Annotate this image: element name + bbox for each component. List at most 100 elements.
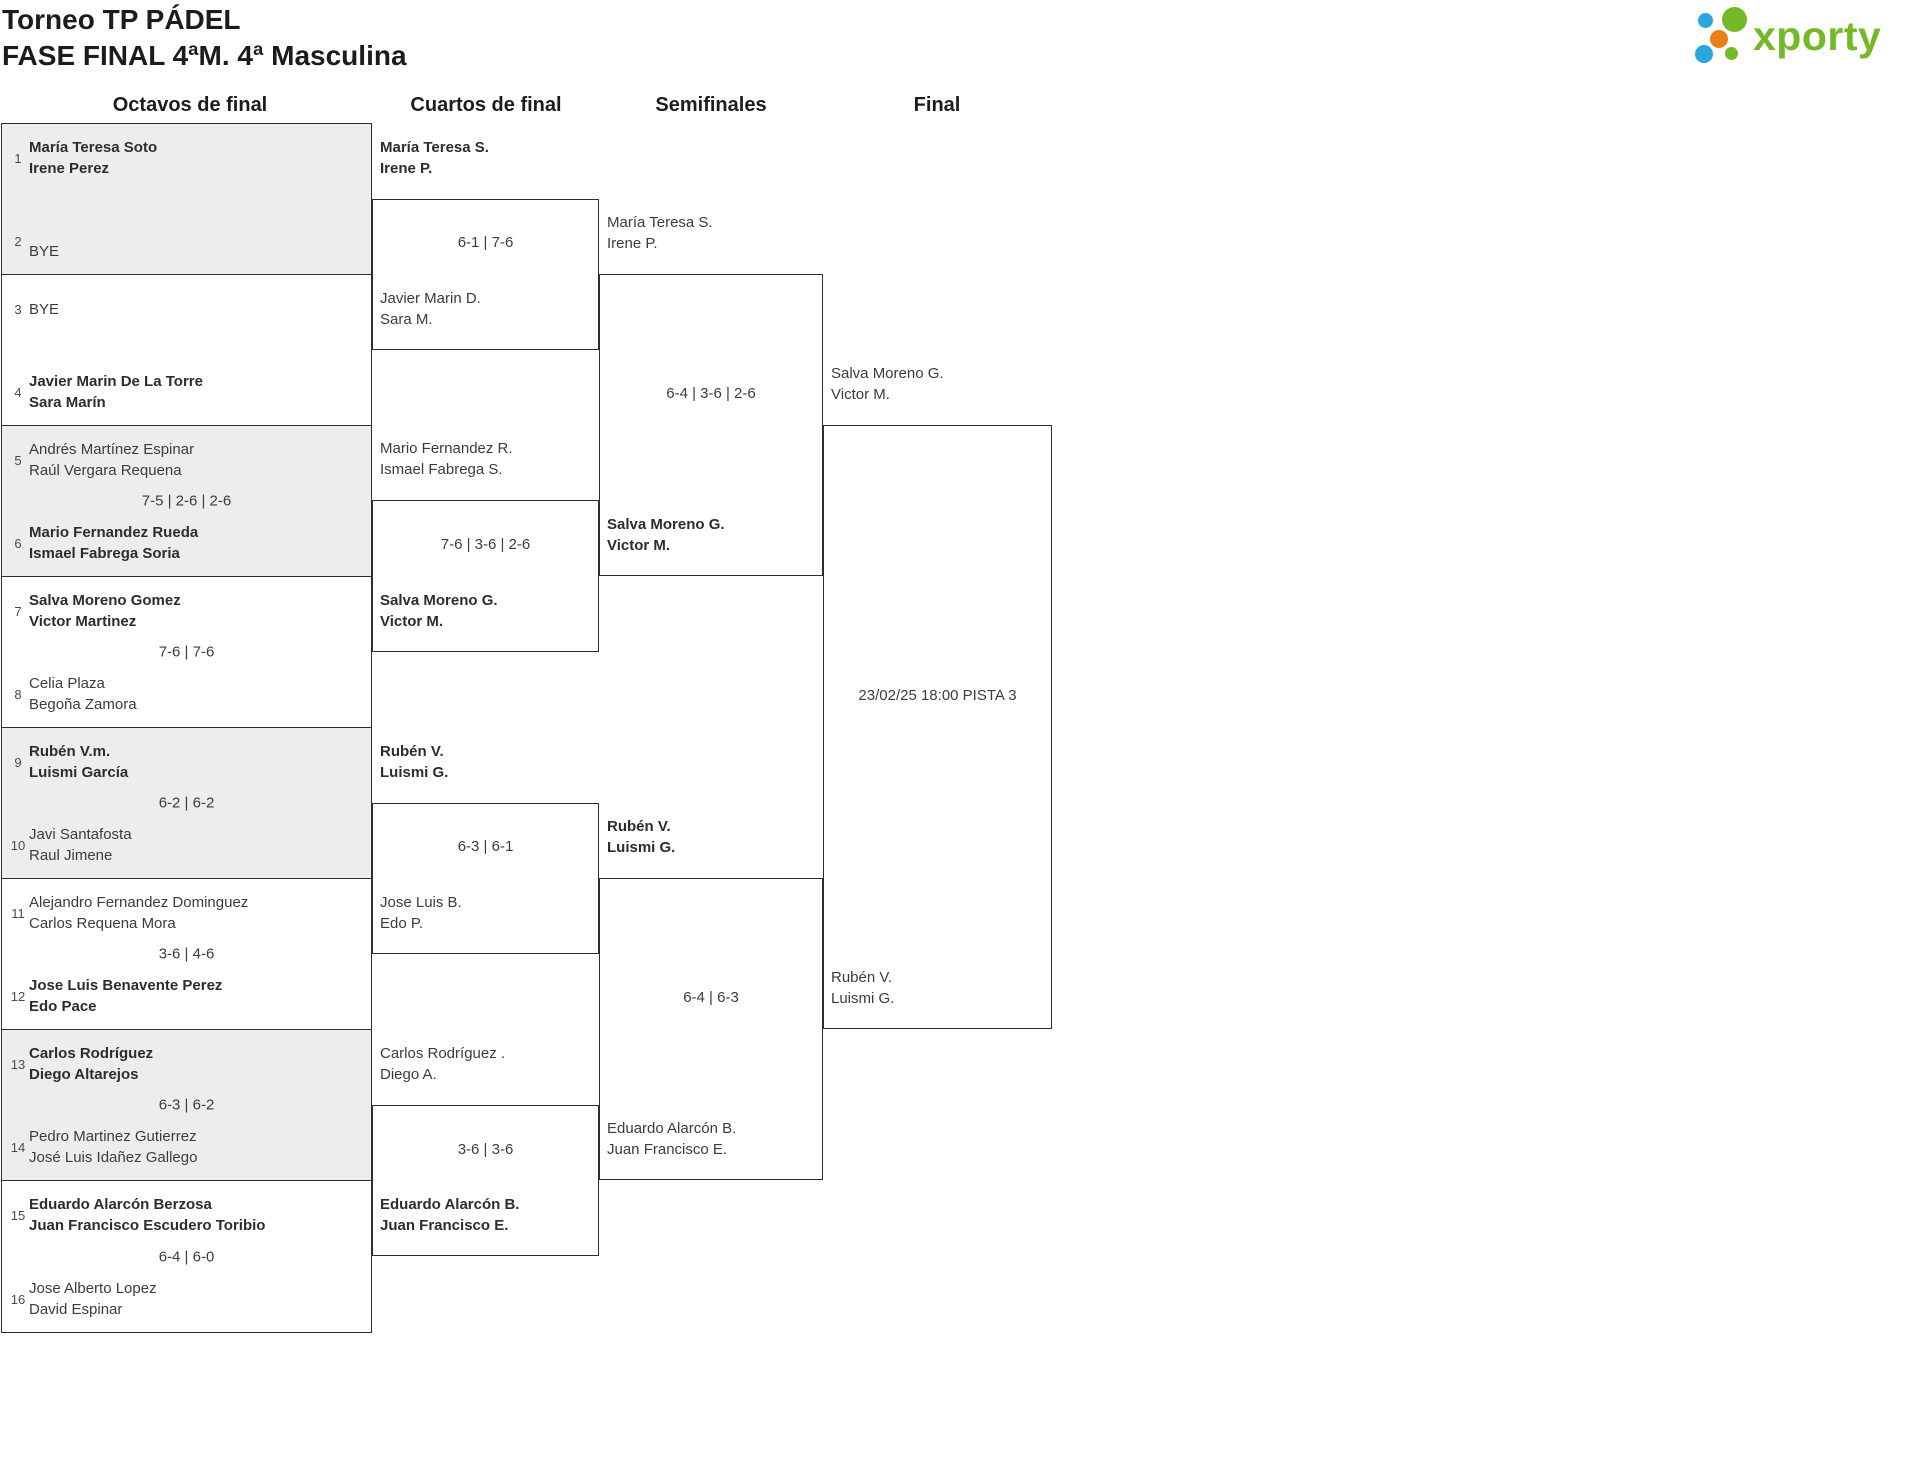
match-score: 7-6 | 3-6 | 2-6	[440, 536, 531, 553]
qf2-team-bottom: Salva Moreno G.Victor M.	[380, 592, 498, 630]
match-score: 6-1 | 7-6	[457, 234, 514, 251]
qf3-team-top: Rubén V.Luismi G.	[380, 743, 449, 781]
logo-dot-green-large	[1722, 7, 1747, 32]
match-score: 7-6 | 7-6	[158, 643, 215, 661]
logo-wordmark: xporty	[1753, 13, 1882, 59]
seed: 5	[14, 452, 22, 468]
qf1-team-top: María Teresa S.Irene P.	[380, 139, 489, 177]
r16-match-5[interactable]: 9 Rubén V.m.Luismi García 6-2 | 6-2 10 J…	[2, 728, 371, 879]
seed: 6	[14, 535, 22, 551]
team: 2 BYE	[2, 220, 371, 262]
seed: 16	[10, 1291, 26, 1307]
round-header-final: Final	[913, 94, 961, 116]
qf4-team-bottom: Eduardo Alarcón B.Juan Francisco E.	[380, 1196, 520, 1234]
final-team-bottom: Rubén V.Luismi G.	[831, 969, 895, 1007]
seed: 14	[10, 1139, 26, 1155]
logo-dot-blue-large	[1695, 45, 1713, 63]
sf-match-1-box[interactable]: 6-4 | 3-6 | 2-6	[599, 274, 823, 576]
sf-match-2-box[interactable]: 6-4 | 6-3	[599, 878, 823, 1180]
seed: 12	[10, 988, 26, 1004]
seed: 11	[11, 905, 25, 921]
seed: 8	[14, 686, 22, 702]
seed: 15	[10, 1207, 26, 1223]
phase-name: FASE FINAL 4ªM. 4ª Masculina	[2, 40, 407, 71]
match-score: 6-3 | 6-1	[457, 838, 514, 855]
final-team-top: Salva Moreno G.Victor M.	[831, 365, 944, 403]
seed: 13	[10, 1056, 26, 1072]
qf3-team-bottom: Jose Luis B.Edo P.	[380, 894, 462, 932]
logo-dot-orange	[1710, 30, 1728, 48]
team-names: Rubén V.m.Luismi García	[29, 743, 129, 781]
qf4-team-top: Carlos Rodríguez .Diego A.	[380, 1045, 506, 1083]
page-title: Torneo TP PÁDEL FASE FINAL 4ªM. 4ª Mascu…	[2, 2, 407, 74]
seed: 2	[14, 233, 22, 249]
team: 3 BYE	[2, 288, 371, 330]
logo-dot-blue-small	[1698, 13, 1713, 28]
seed: 9	[14, 754, 22, 770]
final-schedule: 23/02/25 18:00 PISTA 3	[858, 687, 1017, 704]
tournament-name: Torneo TP PÁDEL	[2, 4, 241, 35]
qf-match-2-box[interactable]: 7-6 | 3-6 | 2-6	[372, 500, 599, 652]
team-names: BYE	[29, 243, 60, 260]
qf-match-3-box[interactable]: 6-3 | 6-1	[372, 803, 599, 954]
sf2-team-top: Rubén V.Luismi G.	[607, 818, 676, 856]
seed: 4	[14, 384, 22, 400]
seed: 3	[14, 301, 22, 317]
qf-match-4-box[interactable]: 3-6 | 3-6	[372, 1105, 599, 1256]
round-header-semifinales: Semifinales	[655, 94, 767, 116]
qf1-team-bottom: Javier Marin D.Sara M.	[380, 290, 481, 328]
final-match-box[interactable]: 23/02/25 18:00 PISTA 3	[823, 425, 1052, 1029]
qf-match-1-box[interactable]: 6-1 | 7-6	[372, 199, 599, 350]
match-score: 6-4 | 6-3	[683, 989, 739, 1006]
team: 9 Rubén V.m.Luismi García	[2, 741, 371, 783]
qf2-team-top: Mario Fernandez R.Ismael Fabrega S.	[380, 440, 513, 478]
match-score: 6-3 | 6-2	[158, 1096, 215, 1114]
round-header-cuartos: Cuartos de final	[410, 94, 562, 116]
sf2-team-bottom: Eduardo Alarcón B.Juan Francisco E.	[607, 1120, 737, 1158]
match-score: 7-5 | 2-6 | 2-6	[141, 492, 232, 510]
match-score: 6-4 | 6-0	[158, 1248, 215, 1265]
team-names: BYE	[29, 300, 60, 318]
match-score: 6-4 | 3-6 | 2-6	[666, 385, 756, 402]
match-score: 3-6 | 4-6	[158, 945, 215, 963]
logo-dot-green-small	[1725, 47, 1738, 60]
seed: 1	[14, 150, 22, 166]
xporty-logo[interactable]: xporty	[1690, 4, 1918, 70]
match-score: 3-6 | 3-6	[457, 1141, 514, 1158]
match-score: 6-2 | 6-2	[158, 794, 215, 812]
sf1-team-top: María Teresa S.Irene P.	[607, 214, 713, 252]
